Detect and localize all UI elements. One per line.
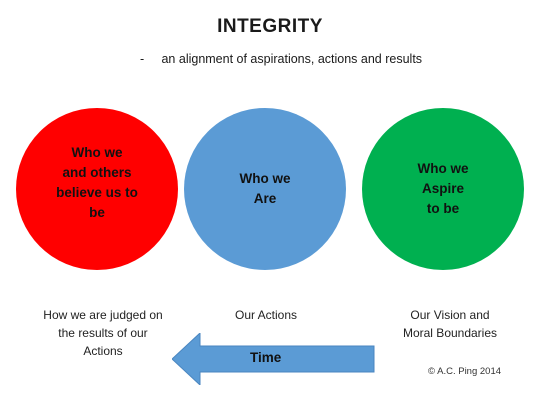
circle-text-line: be bbox=[89, 205, 105, 220]
circle-text-line: believe us to bbox=[56, 185, 138, 200]
subtitle-text: an alignment of aspirations, actions and… bbox=[161, 52, 423, 66]
caption-line: Actions bbox=[83, 344, 123, 358]
subtitle-bullet: - bbox=[140, 52, 145, 66]
circle-text-line: to be bbox=[426, 201, 460, 216]
circle-text-line: Who we bbox=[71, 145, 123, 160]
circle-text-line: and others bbox=[62, 165, 132, 180]
circle-believed-self: Who we and others believe us to be bbox=[16, 108, 178, 270]
circle-aspired-self: Who we Aspire to be bbox=[362, 108, 524, 270]
time-label: Time bbox=[250, 350, 282, 365]
page-title: INTEGRITY bbox=[217, 16, 323, 37]
caption-results: How we are judged on the results of our … bbox=[12, 306, 194, 360]
circle-actual-self: Who we Are bbox=[184, 108, 346, 270]
caption-line: Our Actions bbox=[234, 308, 298, 322]
circle-text-line: Aspire bbox=[421, 181, 465, 196]
circle-text-line: Are bbox=[253, 191, 277, 206]
caption-vision: Our Vision and Moral Boundaries bbox=[370, 306, 530, 342]
time-arrow-icon bbox=[172, 333, 375, 385]
circle-text-line: Who we bbox=[417, 161, 469, 176]
copyright-notice: © A.C. Ping 2014 bbox=[428, 366, 502, 377]
circle-text-line: Who we bbox=[239, 171, 291, 186]
time-arrow-shape bbox=[172, 333, 375, 385]
caption-line: Moral Boundaries bbox=[402, 326, 498, 340]
caption-line: How we are judged on bbox=[43, 308, 163, 322]
caption-line: the results of our bbox=[58, 326, 148, 340]
subtitle: - an alignment of aspirations, actions a… bbox=[140, 52, 500, 66]
caption-actions: Our Actions bbox=[196, 306, 336, 324]
caption-line: Our Vision and bbox=[410, 308, 490, 322]
